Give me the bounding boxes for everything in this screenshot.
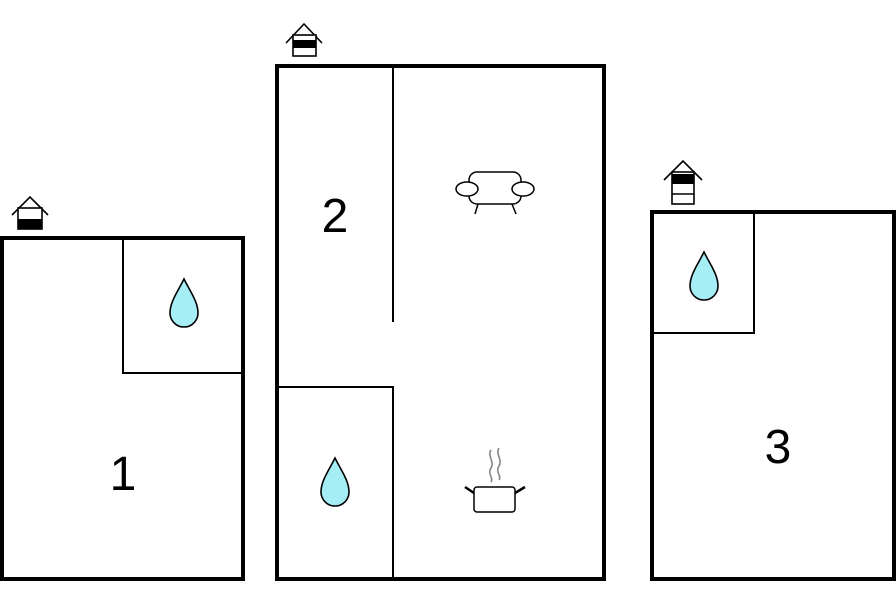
water-drop-icon xyxy=(169,277,199,328)
floor-3-outline xyxy=(650,210,896,581)
floor-3-bathroom-wall xyxy=(652,212,755,334)
floor-2-outline xyxy=(275,64,606,581)
floor-2-label: 2 xyxy=(322,190,349,243)
water-drop-icon xyxy=(320,456,350,507)
cooking-pot-icon xyxy=(464,447,526,513)
house-floor-level-icon xyxy=(663,159,703,205)
floor-1-label: 1 xyxy=(110,448,137,501)
house-floor-level-icon xyxy=(285,22,323,57)
water-drop-icon xyxy=(689,250,719,301)
floor-2-bathroom-wall xyxy=(277,386,394,579)
house-floor-level-icon xyxy=(11,195,49,230)
floor-1-plan: 1 xyxy=(0,195,245,581)
floor-1-bathroom-wall xyxy=(122,238,243,374)
sofa-icon xyxy=(455,171,535,215)
floor-3-plan: 3 xyxy=(650,159,896,581)
floor-3-label: 3 xyxy=(765,421,792,474)
floor-2-plan: 2 xyxy=(275,22,606,581)
